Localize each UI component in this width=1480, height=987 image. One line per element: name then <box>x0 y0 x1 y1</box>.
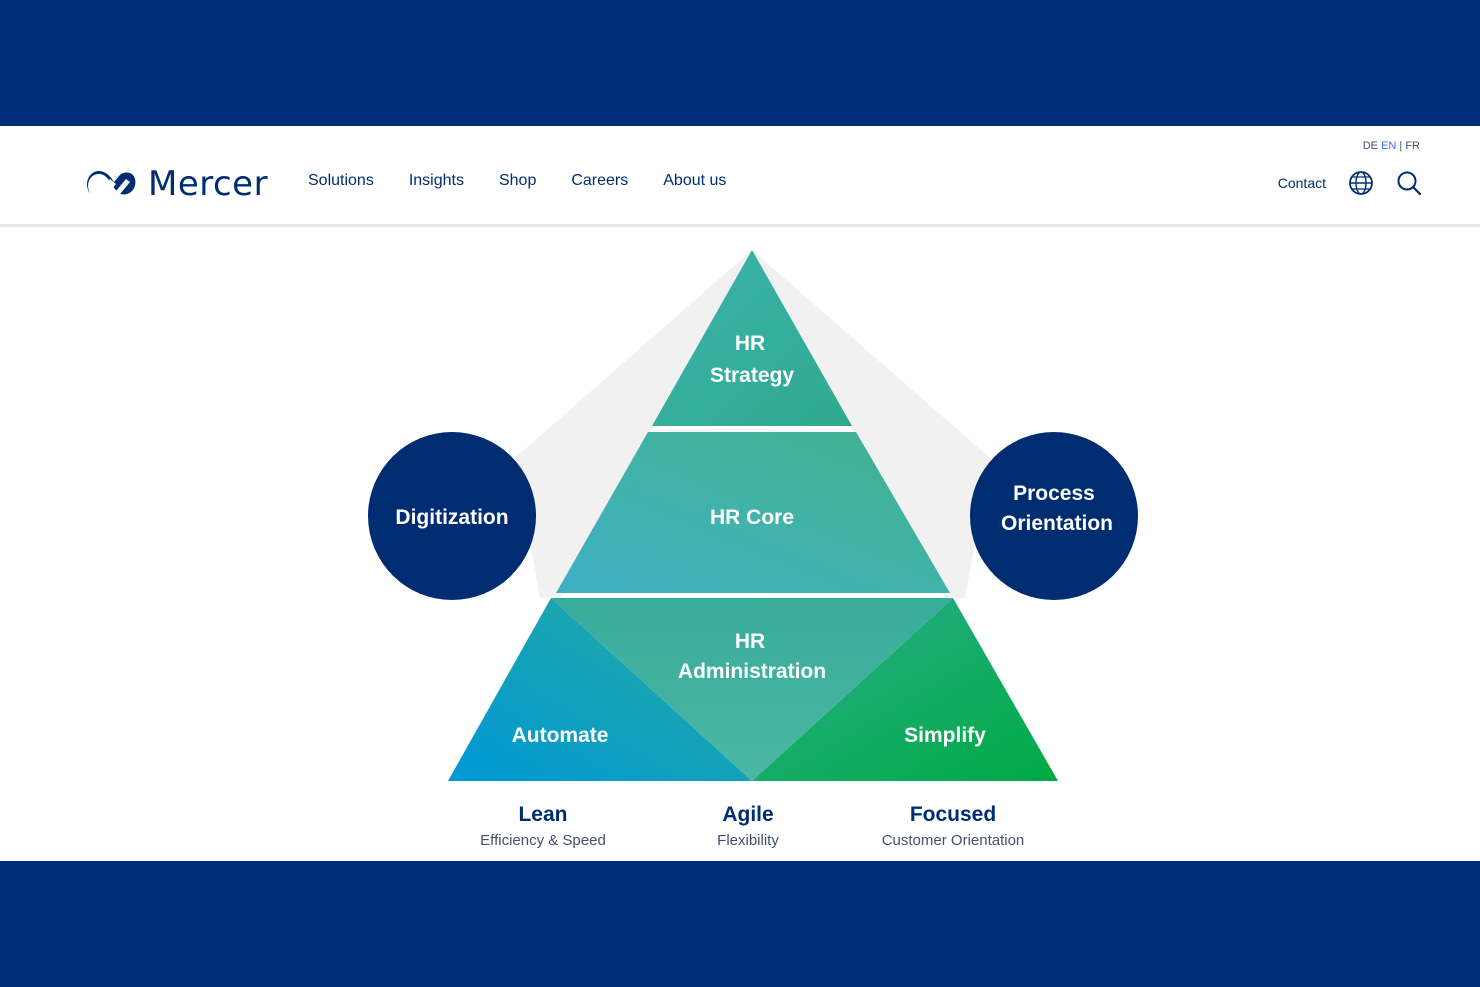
hr-pyramid-diagram: HR Strategy HR Core HR Administration Au… <box>0 226 1480 861</box>
bottom-letterbox-band <box>0 861 1480 987</box>
right-shadow-wedge <box>752 250 990 598</box>
contact-link[interactable]: Contact <box>1277 175 1326 191</box>
search-icon[interactable] <box>1396 170 1422 196</box>
nav-insights[interactable]: Insights <box>408 172 464 189</box>
nav-solutions[interactable]: Solutions <box>308 172 374 189</box>
label-automate: Automate <box>512 724 609 747</box>
mercer-logo[interactable]: Mercer <box>86 164 268 204</box>
caption-lean-subtitle: Efficiency & Speed <box>480 832 606 849</box>
label-simplify: Simplify <box>904 724 986 747</box>
nav-shop[interactable]: Shop <box>498 172 537 189</box>
page: Mercer Solutions Insights Shop Careers A… <box>0 126 1480 861</box>
caption-lean-title: Lean <box>518 803 567 826</box>
tier-hr-core <box>556 432 950 593</box>
utility-nav: Contact <box>1278 170 1422 196</box>
top-letterbox-band <box>0 0 1480 126</box>
language-switcher: DE EN | FR <box>1363 140 1420 152</box>
caption-agile-subtitle: Flexibility <box>717 832 779 849</box>
lang-de[interactable]: DE <box>1362 140 1378 152</box>
label-hr-strategy-line1: HR <box>735 332 765 355</box>
lang-en[interactable]: EN <box>1381 140 1397 152</box>
main-nav: Solutions Insights Shop Careers About us <box>308 172 761 190</box>
brand-name: Mercer <box>148 164 269 204</box>
label-process-orientation-line2: Orientation <box>1001 512 1113 535</box>
nav-careers[interactable]: Careers <box>571 172 629 189</box>
tier-automate <box>448 598 752 781</box>
caption-agile-title: Agile <box>722 803 773 826</box>
circle-process-orientation <box>970 432 1138 600</box>
caption-focused-subtitle: Customer Orientation <box>882 832 1025 849</box>
pyramid-svg: HR Strategy HR Core HR Administration Au… <box>368 250 1138 849</box>
mercer-logo-icon <box>87 171 136 196</box>
tier-hr-strategy <box>652 250 852 426</box>
nav-about-us[interactable]: About us <box>663 172 727 189</box>
tier-simplify <box>752 598 1058 781</box>
label-hr-administration-line2: Administration <box>678 660 826 683</box>
label-process-orientation-line1: Process <box>1013 482 1095 505</box>
caption-focused-title: Focused <box>910 803 996 826</box>
lang-separator: | <box>1399 140 1403 152</box>
label-digitization: Digitization <box>395 506 508 529</box>
label-hr-core: HR Core <box>710 506 794 529</box>
left-shadow-wedge <box>515 250 752 598</box>
site-header: Mercer Solutions Insights Shop Careers A… <box>0 126 1480 227</box>
label-hr-administration-line1: HR <box>735 630 765 653</box>
lang-fr[interactable]: FR <box>1405 140 1420 152</box>
tier-hr-administration <box>551 598 953 781</box>
circle-digitization <box>368 432 536 600</box>
label-hr-strategy-line2: Strategy <box>710 364 794 387</box>
globe-icon[interactable] <box>1348 170 1374 196</box>
